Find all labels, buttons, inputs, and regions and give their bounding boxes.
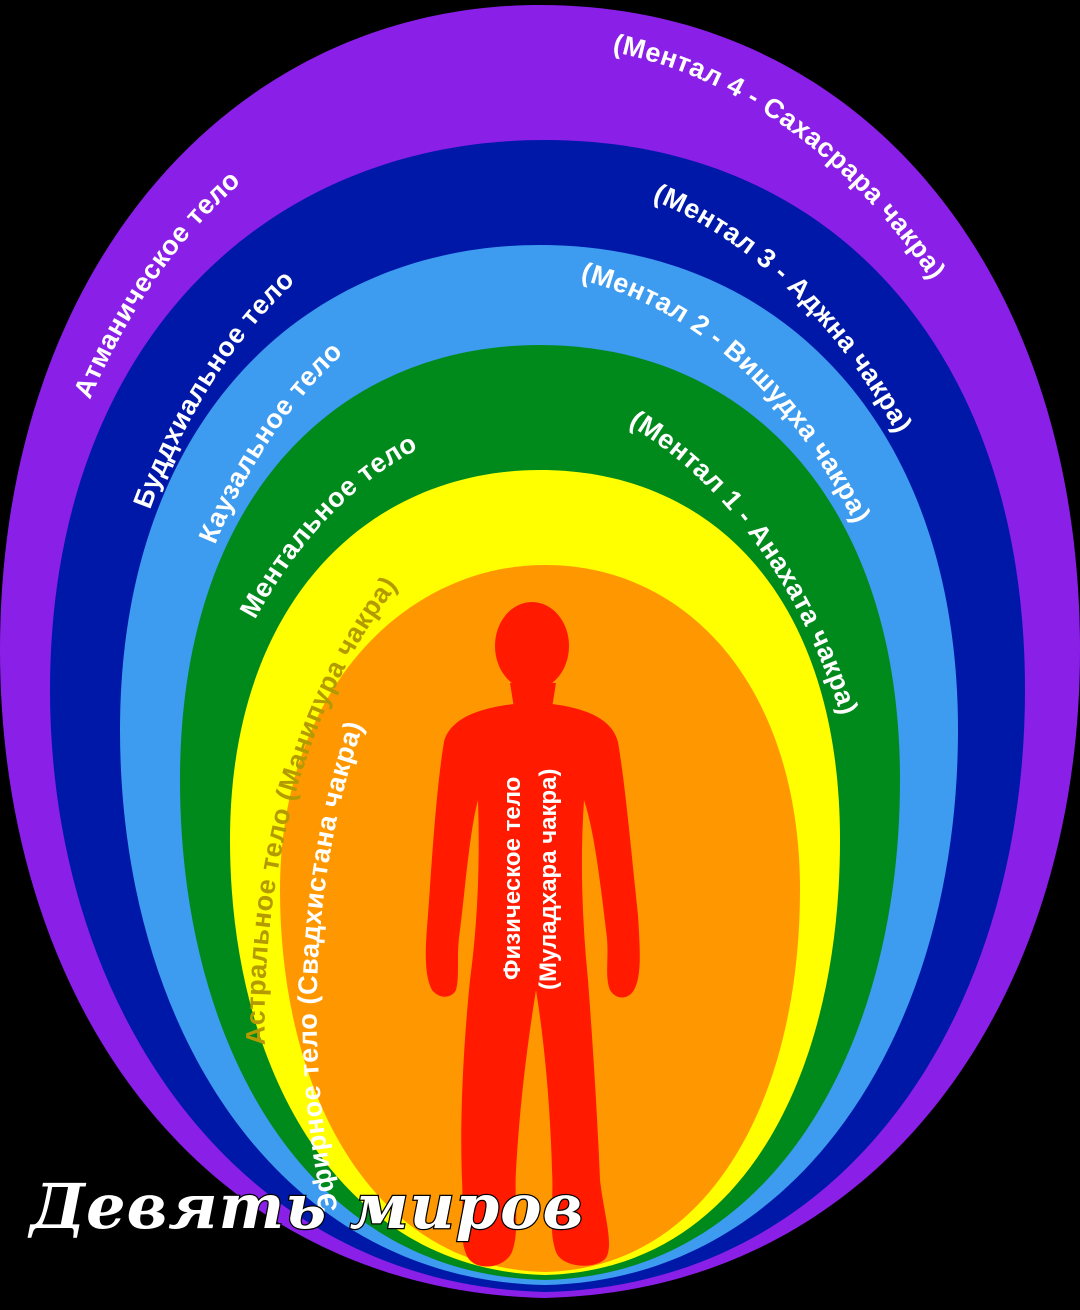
watermark-text: Девять миров [27, 1170, 584, 1243]
physical-body-label-line1: Физическое тело [499, 777, 526, 980]
physical-body-label-line2: (Муладхара чакра) [535, 768, 562, 990]
physical-body-label: Физическое тело (Муладхара чакра) [499, 768, 562, 990]
human-silhouette-icon [425, 602, 640, 1267]
